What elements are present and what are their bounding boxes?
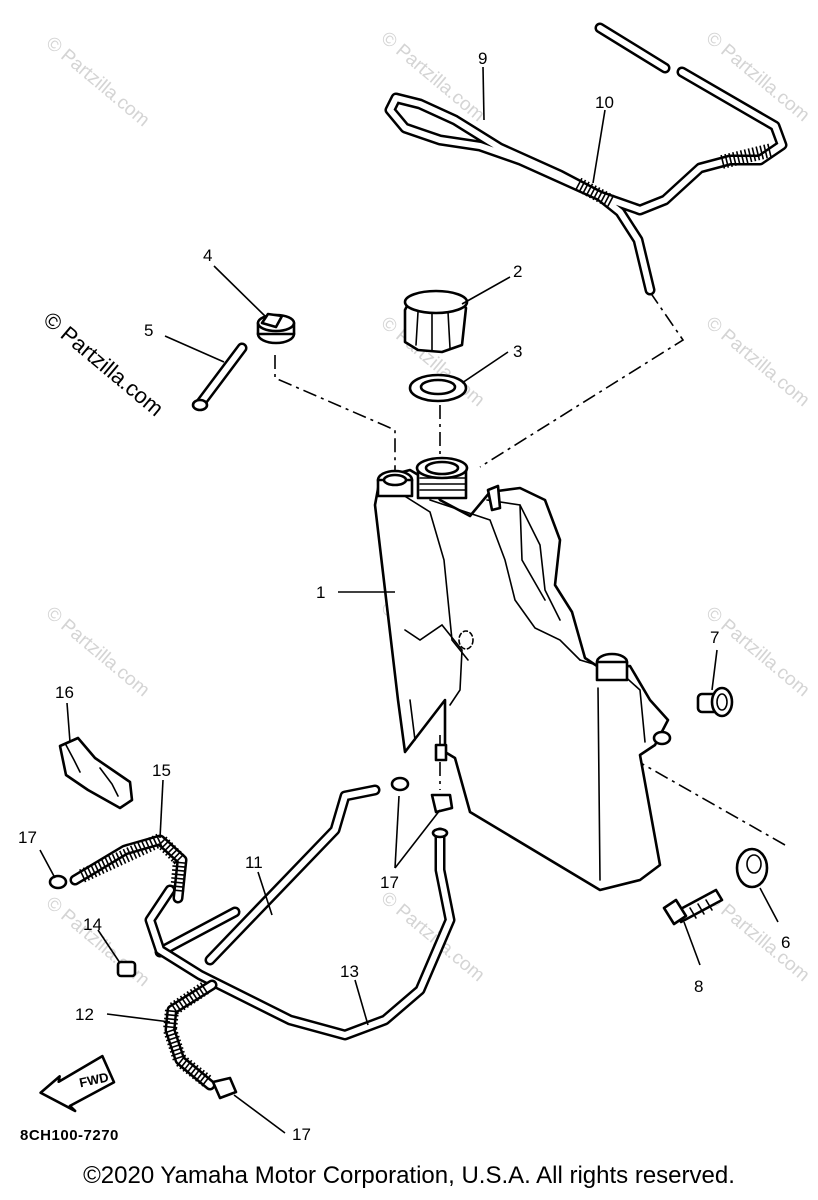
tank-cap[interactable] [403, 289, 469, 354]
drain-hose-15[interactable] [69, 831, 188, 904]
callout-4: 4 [203, 246, 212, 265]
watermark-text: © Partzilla.com [42, 33, 154, 131]
callout-7: 7 [710, 628, 719, 647]
watermark-text: © Partzilla.com [702, 313, 814, 411]
callout-2: 2 [513, 262, 522, 281]
callout-17: 17 [292, 1125, 311, 1144]
callout-8: 8 [694, 977, 703, 996]
bolt[interactable] [662, 888, 724, 926]
fwd-label: FWD [78, 1069, 110, 1090]
watermark-text: © Partzilla.com [702, 603, 814, 701]
callout-15: 15 [152, 761, 171, 780]
watermark-text: © Partzilla.com [42, 893, 154, 991]
callout-10: 10 [595, 93, 614, 112]
callout-14: 14 [83, 915, 102, 934]
callout-17: 17 [380, 873, 399, 892]
forward-direction-arrow: FWD [39, 1054, 116, 1113]
feed-hose-11[interactable] [154, 784, 381, 966]
damper[interactable] [735, 847, 769, 889]
leader-lines [39, 66, 779, 1134]
callout-3: 3 [513, 342, 522, 361]
hose-13[interactable] [144, 827, 456, 1041]
callout-5: 5 [144, 321, 153, 340]
callout-13: 13 [340, 962, 359, 981]
callout-6: 6 [781, 933, 790, 952]
hose-fitting[interactable] [256, 312, 296, 345]
collar[interactable] [696, 686, 734, 718]
callout-1: 1 [316, 583, 325, 602]
callout-12: 12 [75, 1005, 94, 1024]
vent-hose[interactable] [384, 22, 788, 296]
oil-tank[interactable] [373, 456, 672, 892]
diagram-code: 8CH100-7270 [20, 1127, 119, 1144]
gasket[interactable] [408, 373, 468, 403]
short-hose[interactable] [191, 342, 248, 412]
callout-numbers: 1 2 3 4 5 6 7 8 9 10 11 12 13 14 15 16 1… [18, 49, 790, 1144]
clamp-bracket[interactable] [58, 736, 134, 810]
callout-16: 16 [55, 683, 74, 702]
callout-17: 17 [18, 828, 37, 847]
callout-11: 11 [245, 853, 263, 872]
hose-clamps-17[interactable] [48, 776, 454, 1100]
hose-12[interactable] [162, 979, 218, 1091]
callout-9: 9 [478, 49, 487, 68]
copyright-notice: ©2020 Yamaha Motor Corporation, U.S.A. A… [83, 1162, 735, 1189]
hose-clip-14[interactable] [116, 960, 137, 978]
